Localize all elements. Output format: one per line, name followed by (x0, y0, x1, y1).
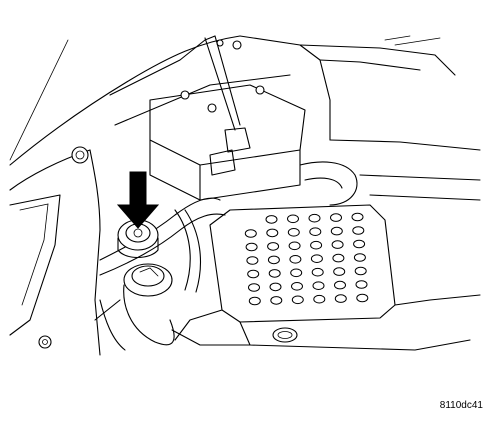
cover-hole (334, 280, 346, 290)
cover-hole (267, 242, 280, 251)
cover-hole (351, 212, 364, 222)
cover-hole (354, 266, 367, 276)
cover-hole (267, 255, 280, 265)
cover-hole (245, 242, 258, 252)
cover-hole (332, 253, 345, 263)
cover-hole (268, 269, 281, 278)
cover-hole (308, 213, 321, 223)
cover-hole (265, 215, 278, 224)
cover-hole (312, 281, 325, 291)
cover-hole (309, 227, 322, 236)
arrow-down-icon (116, 171, 160, 229)
fender-outline (9, 35, 241, 356)
cover-hole (290, 268, 303, 278)
cover-hole (287, 228, 300, 237)
cowl-panel (109, 35, 456, 141)
cover-hole (269, 282, 282, 292)
air-duct (299, 139, 481, 206)
cover-hole (311, 267, 324, 277)
fill-cap-assembly (117, 219, 159, 259)
cover-hole (355, 280, 368, 289)
cover-hole (333, 267, 346, 276)
cover-hole (266, 228, 279, 238)
cover-hole (291, 282, 303, 291)
cover-hole (310, 254, 323, 264)
cover-hole (270, 296, 283, 305)
reservoir-cap (94, 263, 175, 346)
perforated-cover (171, 204, 481, 351)
cover-hole (246, 256, 259, 265)
cover-hole (247, 269, 260, 279)
cover-hole (248, 283, 260, 292)
cover-hole (248, 296, 261, 306)
cover-hole (310, 240, 323, 250)
cover-hole (313, 294, 326, 304)
wiring-harness (99, 197, 226, 351)
cover-hole (287, 214, 299, 224)
electrical-box (149, 35, 306, 201)
cover-hole (288, 241, 301, 251)
cover-hole (244, 229, 257, 238)
cover-holes (244, 212, 369, 306)
mount-bolt (38, 146, 89, 349)
figure-code: 8110dc41 (439, 400, 483, 411)
cover-hole (353, 253, 366, 262)
cover-hole (330, 213, 342, 222)
cover-hole (330, 226, 343, 236)
cover-hole (356, 293, 369, 303)
cover-hole (291, 295, 304, 305)
cover-hole (331, 240, 344, 249)
cover-hole (334, 294, 347, 303)
cover-hole (352, 226, 365, 235)
cover-hole (289, 254, 302, 264)
cover-hole (353, 239, 366, 249)
